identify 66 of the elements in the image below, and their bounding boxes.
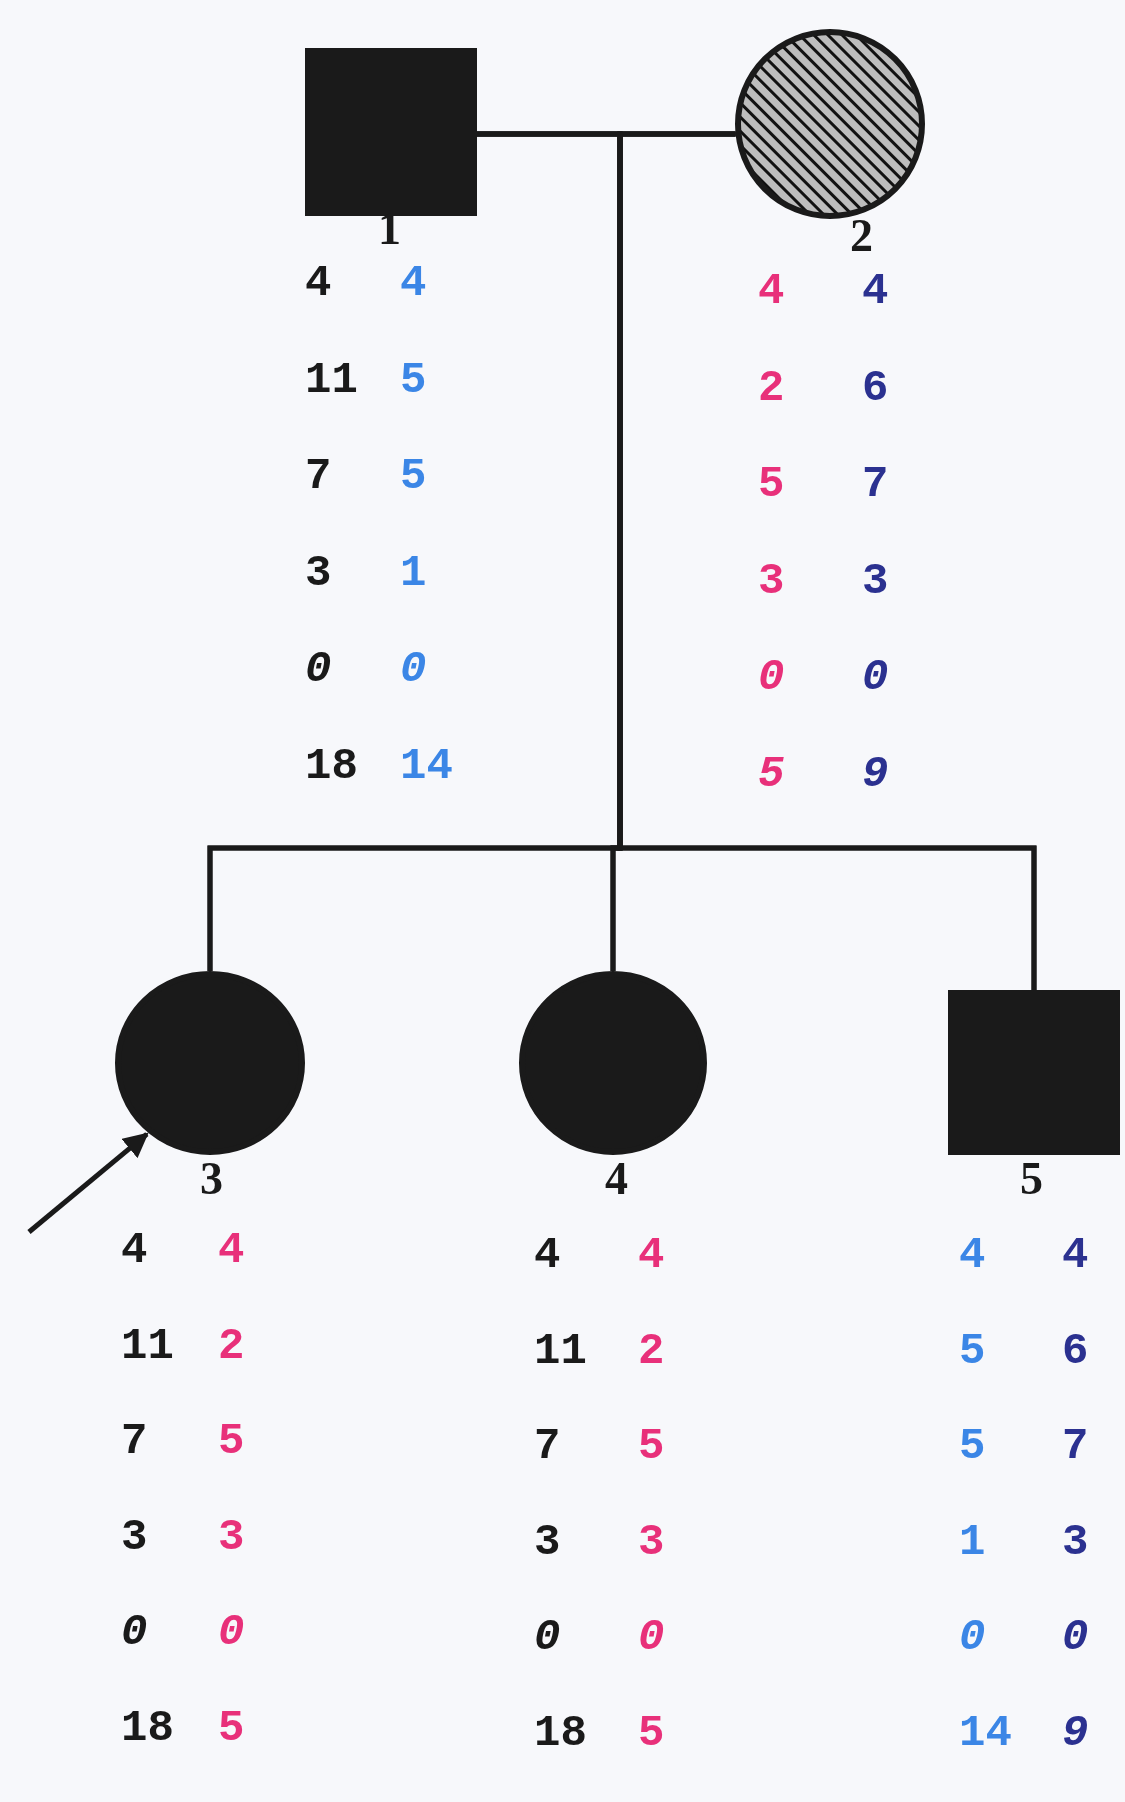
allele-number: 18 <box>305 743 358 788</box>
proband-arrow <box>27 1132 149 1234</box>
allele-number: 0 <box>1062 1615 1089 1659</box>
allele-number: 5 <box>959 1328 986 1373</box>
allele-number: 4 <box>638 1233 665 1277</box>
allele-number: 11 <box>121 1323 174 1368</box>
allele-number: 4 <box>305 261 332 305</box>
allele-number: 4 <box>218 1228 245 1272</box>
allele-number: 4 <box>400 261 427 305</box>
allele-number: 5 <box>218 1419 245 1463</box>
allele-number: 4 <box>534 1233 561 1277</box>
allele-number: 0 <box>534 1615 561 1659</box>
allele-number: 5 <box>758 751 785 796</box>
allele-number: 6 <box>862 365 889 410</box>
allele-number: 3 <box>638 1519 665 1564</box>
allele-number: 3 <box>121 1514 148 1559</box>
allele-number: 4 <box>121 1228 148 1272</box>
allele-number: 11 <box>305 357 358 402</box>
allele-number: 0 <box>862 655 889 699</box>
allele-number: 3 <box>305 550 332 595</box>
allele-number: 3 <box>1062 1519 1089 1564</box>
allele-number: 5 <box>400 357 427 402</box>
allele-number: 5 <box>959 1424 986 1468</box>
allele-number: 0 <box>218 1610 245 1654</box>
allele-number: 2 <box>638 1328 665 1373</box>
allele-number: 0 <box>758 655 785 699</box>
allele-number: 3 <box>862 558 889 603</box>
allele-number: 5 <box>638 1424 665 1468</box>
allele-number: 18 <box>121 1705 174 1750</box>
allele-number: 4 <box>1062 1233 1089 1277</box>
allele-number: 11 <box>534 1328 587 1373</box>
individual-number: 4 <box>605 1156 628 1202</box>
individual-number: 3 <box>200 1156 223 1202</box>
allele-number: 3 <box>218 1514 245 1559</box>
allele-number: 1 <box>959 1519 986 1564</box>
allele-number: 5 <box>400 454 427 498</box>
allele-number: 7 <box>534 1424 561 1468</box>
allele-number: 0 <box>959 1615 986 1659</box>
allele-number: 5 <box>758 462 785 506</box>
allele-number: 18 <box>534 1710 587 1755</box>
allele-number: 4 <box>959 1233 986 1277</box>
allele-number: 7 <box>305 454 332 498</box>
allele-number: 5 <box>638 1710 665 1755</box>
allele-number: 6 <box>1062 1328 1089 1373</box>
allele-number: 14 <box>400 743 453 788</box>
allele-number: 5 <box>218 1705 245 1750</box>
allele-number: 2 <box>758 365 785 410</box>
allele-number: 0 <box>638 1615 665 1659</box>
allele-number: 3 <box>534 1519 561 1564</box>
allele-number: 4 <box>862 269 889 313</box>
allele-number: 1 <box>400 550 427 595</box>
allele-number: 14 <box>959 1710 1012 1755</box>
allele-number: 0 <box>400 647 427 691</box>
allele-number: 7 <box>1062 1424 1089 1468</box>
allele-number: 9 <box>862 751 889 796</box>
individual-number: 5 <box>1020 1156 1043 1202</box>
allele-number: 2 <box>218 1323 245 1368</box>
allele-number: 0 <box>305 647 332 691</box>
allele-number: 3 <box>758 558 785 603</box>
pedigree-line <box>617 131 1037 990</box>
allele-number: 7 <box>862 462 889 506</box>
allele-number: 7 <box>121 1419 148 1463</box>
allele-number: 0 <box>121 1610 148 1654</box>
allele-number: 9 <box>1062 1710 1089 1755</box>
individual-number: 2 <box>850 213 873 259</box>
allele-number: 4 <box>758 269 785 313</box>
